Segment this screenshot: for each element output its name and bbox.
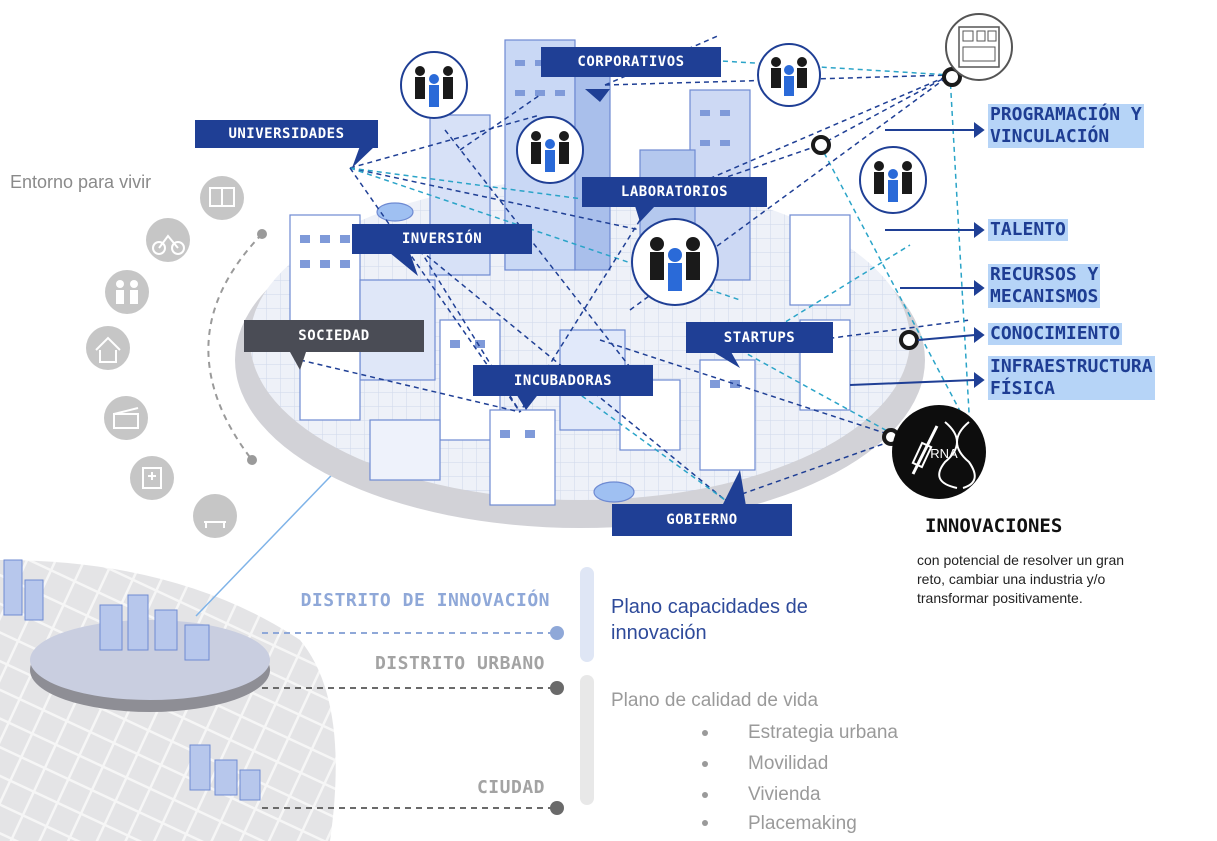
quality-item: Movilidad <box>748 753 829 774</box>
people-bubble-4 <box>859 146 927 214</box>
home-icon <box>86 326 130 370</box>
plane-calidad-vida: Plano de calidad de vida <box>611 690 819 711</box>
clapperboard-icon <box>104 396 148 440</box>
park-bench-icon <box>193 494 237 538</box>
quality-item: Placemaking <box>748 813 857 834</box>
people-bubble-1 <box>400 51 468 119</box>
sociedad-pointer <box>290 352 306 370</box>
level-distrito-innovacion: DISTRITO DE INNOVACIÓN <box>300 590 550 611</box>
resource-infraestructura-fisica: INFRAESTRUCTURA FÍSICA <box>988 356 1155 400</box>
living-icons <box>86 176 244 538</box>
family-icon <box>105 270 149 314</box>
people-bubble-5 <box>631 218 719 306</box>
resource-programacion-vinculacion: PROGRAMACIÓN Y VINCULACIÓN <box>988 104 1144 148</box>
innovations-title: INNOVACIONES <box>925 515 1063 537</box>
resource-conocimiento: CONOCIMIENTO <box>988 323 1123 345</box>
people-bubble-3 <box>757 43 821 107</box>
living-environment-title: Entorno para vivir <box>10 172 152 192</box>
resource-talento: TALENTO <box>988 219 1068 241</box>
living-environment-arc <box>207 233 263 461</box>
quality-plane-bar <box>580 675 594 805</box>
innovations-description: con potencial de resolver un gran reto, … <box>917 552 1125 606</box>
level-ciudad: CIUDAD <box>476 777 545 798</box>
tag-corporativos: CORPORATIVOS <box>541 47 721 77</box>
tag-startups: STARTUPS <box>686 322 833 353</box>
resource-recursos-mecanismos: RECURSOS Y MECANISMOS <box>988 264 1101 308</box>
innovation-plane-bar <box>580 567 594 662</box>
tag-sociedad: SOCIEDAD <box>244 320 424 352</box>
tag-laboratorios: LABORATORIOS <box>582 177 767 207</box>
tag-universidades: UNIVERSIDADES <box>195 120 378 148</box>
connector-nodes <box>811 67 962 446</box>
level-connectors <box>262 632 557 809</box>
tag-gobierno: GOBIERNO <box>612 504 792 536</box>
level-distrito-urbano: DISTRITO URBANO <box>374 653 545 674</box>
building-windows <box>300 60 740 438</box>
people-bubble-2 <box>516 116 584 184</box>
mini-buildings <box>3 559 261 801</box>
rna-vaccine-icon <box>892 405 986 499</box>
control-panel-icon <box>945 13 1013 81</box>
rna-label: RNA <box>930 446 958 461</box>
quality-item: Estrategia urbana <box>748 722 898 743</box>
quality-item: Vivienda <box>748 784 821 805</box>
quality-bullets <box>702 730 708 826</box>
people-bubbles <box>400 43 927 306</box>
bicycle-icon <box>146 218 190 262</box>
tag-pointers <box>352 89 746 506</box>
tag-incubadoras: INCUBADORAS <box>473 365 653 396</box>
tag-inversion: INVERSIÓN <box>352 224 532 254</box>
plane-innovacion: Plano capacidades de innovación <box>611 596 808 644</box>
resource-arrows <box>849 122 985 388</box>
